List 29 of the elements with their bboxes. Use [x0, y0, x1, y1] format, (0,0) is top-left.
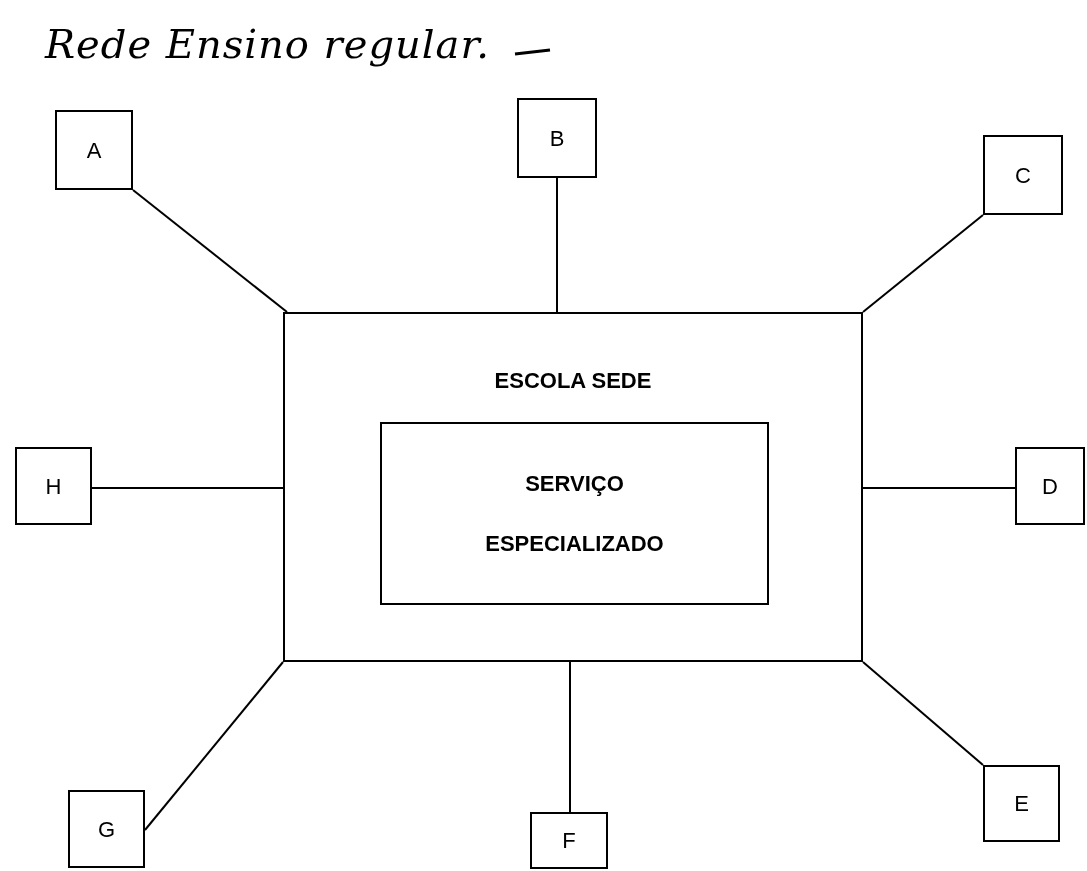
connector-line	[862, 214, 984, 313]
node-box	[55, 110, 133, 190]
node-box	[15, 447, 92, 525]
connector-line	[144, 661, 284, 831]
connector-line	[862, 487, 1016, 489]
node-box	[1015, 447, 1085, 525]
handwritten-title: Rede Ensino regular.	[45, 20, 490, 69]
main-box	[283, 312, 863, 662]
connector-line	[91, 487, 284, 489]
node-label: G	[97, 815, 116, 844]
connector-line	[862, 661, 984, 766]
node-box	[530, 812, 608, 869]
connector-line	[132, 189, 288, 313]
node-label: F	[562, 827, 576, 855]
connector-line	[569, 661, 571, 813]
node-label: C	[1015, 161, 1031, 190]
node-label: SERVIÇO ESPECIALIZADO	[484, 469, 665, 558]
node-label: A	[86, 136, 102, 165]
node-label: H	[45, 472, 62, 501]
node-box	[68, 790, 145, 868]
node-box	[983, 765, 1060, 842]
connector-line	[556, 177, 558, 313]
node-box	[983, 135, 1063, 215]
node-label: ESCOLA SEDE	[494, 367, 652, 395]
node-label: D	[1042, 472, 1058, 501]
node-label: E	[1014, 790, 1029, 818]
node-box	[517, 98, 597, 178]
node-label: B	[549, 124, 565, 153]
node-box	[380, 422, 769, 605]
